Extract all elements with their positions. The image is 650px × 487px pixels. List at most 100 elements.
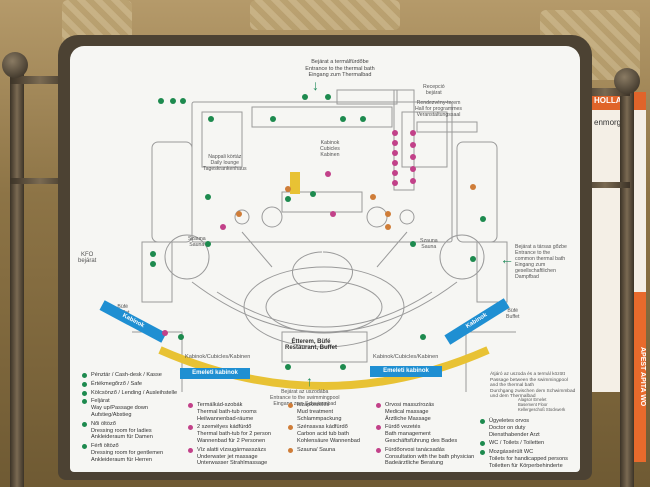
- legend-bullet-icon: [188, 447, 193, 453]
- marker-green: [340, 364, 346, 370]
- legend-item: Fürdőorvosi tanácsadás Consultation with…: [376, 447, 481, 467]
- marker-green: [360, 116, 366, 122]
- marker-orange: [385, 224, 391, 230]
- legend-bullet-icon: [82, 399, 87, 405]
- entrance-arrow-bottom-icon: ↑: [306, 373, 313, 389]
- legend-bullet-icon: [288, 425, 293, 431]
- marker-pink: [392, 150, 398, 156]
- legend-bullet-icon: [82, 381, 87, 387]
- marker-green: [470, 256, 476, 262]
- marker-green: [208, 116, 214, 122]
- legend-bullet-icon: [82, 421, 87, 427]
- marker-green: [420, 334, 426, 340]
- marker-green: [150, 251, 156, 257]
- legend-item: Víz alatti vízsugármasszázs Underwater j…: [188, 447, 283, 467]
- legend-bullet-icon: [480, 441, 485, 447]
- legend-item: Női öltöző Dressing room for ladies Ankl…: [82, 421, 182, 441]
- floor-plan: [132, 89, 516, 392]
- map-board: Bejárat a termálfürdőbe Entrance to the …: [70, 46, 580, 472]
- legend-item: Szauna/ Sauna: [288, 447, 376, 454]
- legend-item: 2 személyes kádfürdő Thermal bath-tub fo…: [188, 424, 283, 444]
- legend-bullet-icon: [188, 403, 193, 408]
- cubicles-right-label: Kabinok/Cubicles/Kabinen: [373, 354, 439, 360]
- kfo-entrance-label: KFO bejárat: [78, 252, 97, 264]
- legend-item: WC / Toilets / Toiletten: [480, 440, 578, 447]
- marker-pink: [410, 178, 416, 184]
- marker-pink: [392, 160, 398, 166]
- legend-item: Termálkád-szobák Thermal bath-tub rooms …: [188, 402, 283, 422]
- legend-bullet-icon: [480, 450, 485, 456]
- daily-lounge-label: Nappali körtáz Daily lounge Tageskranken…: [203, 154, 247, 172]
- marker-pink: [410, 142, 416, 148]
- marker-pink: [410, 130, 416, 136]
- railing-post-left: [10, 70, 24, 487]
- marker-green: [410, 241, 416, 247]
- legend-bullet-icon: [82, 444, 87, 450]
- entrance-thermal-label: Bejárat a termálfürdőbe Entrance to the …: [305, 59, 375, 78]
- marker-green: [285, 196, 291, 202]
- legend-bullet-icon: [376, 447, 381, 453]
- legend-item: Pénztár / Cash-desk / Kasse: [82, 372, 182, 379]
- railing-bar-left: [10, 76, 70, 84]
- marker-green: [325, 94, 331, 100]
- legend-item: Ügyeletes orvos Doctor on duty Diensthab…: [480, 418, 578, 438]
- cubicles-top-label: Kabinok Cubicles Kabinen: [320, 140, 340, 158]
- legend-col-4: Orvosi masszírozás Medical massage Ärztl…: [376, 402, 481, 469]
- promo-poster: HOLLAND enmorgent APEST APITA WO: [586, 92, 646, 462]
- passage-label: Átjáró az uszoda és a termál között Pass…: [490, 372, 576, 399]
- cubicles-left-label: Kabinok/Cubicles/Kabinen: [185, 354, 251, 360]
- upper-cubicles-left: Emeleti kabinok: [180, 368, 250, 379]
- marker-orange: [370, 194, 376, 200]
- marker-green: [180, 98, 186, 104]
- legend-item: Mozgássérült WC Toilets for handicapped …: [480, 449, 578, 469]
- hall-label: Rendezvény-terem Hall for programmes Ver…: [415, 100, 462, 118]
- marker-pink: [330, 211, 336, 217]
- legend-item: Kölcsönző / Lending / Ausleihstelle: [82, 390, 182, 397]
- railing-lower-left: [10, 178, 70, 184]
- legend-item: Orvosi masszírozás Medical massage Ärztl…: [376, 402, 481, 422]
- marker-green: [480, 216, 486, 222]
- entrance-arrow-top-icon: ↓: [312, 77, 319, 93]
- poster-line: enmorgent: [594, 118, 633, 127]
- marker-green: [205, 241, 211, 247]
- legend-col-2: Termálkád-szobák Thermal bath-tub rooms …: [188, 402, 283, 469]
- sauna-right-label: Szauna Sauna: [420, 238, 438, 250]
- legend-item: Férfi öltöző Dressing room for gentlemen…: [82, 443, 182, 463]
- entrance-pool-label: Bejárat az uszodába Entrance to the swim…: [270, 389, 340, 407]
- legend-col-3: Iszapkezelés Mud treatment Schlammpackun…: [288, 402, 376, 456]
- marker-pink: [162, 330, 168, 336]
- marker-pink: [325, 171, 331, 177]
- marker-pink: [410, 166, 416, 172]
- ceiling-ornament-center: [250, 0, 400, 30]
- legend-bullet-icon: [376, 425, 381, 431]
- marker-green: [205, 194, 211, 200]
- marker-pink: [410, 154, 416, 160]
- reception-label: Recepció bejárat: [423, 84, 445, 96]
- legend-bullet-icon: [480, 419, 485, 424]
- entrance-arrow-right-icon: ←: [500, 251, 514, 267]
- marker-green: [302, 94, 308, 100]
- railing-post-right: [620, 85, 634, 487]
- legend-item: Értékmegőrző / Safe: [82, 381, 182, 388]
- marker-pink: [392, 180, 398, 186]
- marker-orange: [285, 186, 291, 192]
- railing-knob-right: [614, 68, 640, 94]
- marker-pink: [392, 130, 398, 136]
- legend-bullet-icon: [376, 403, 381, 408]
- railing-lower-right: [580, 182, 630, 188]
- legend-bullet-icon: [82, 390, 87, 396]
- legend-col-5: Ügyeletes orvos Doctor on duty Diensthab…: [480, 418, 578, 472]
- legend-bullet-icon: [288, 447, 293, 453]
- marker-pink: [220, 224, 226, 230]
- marker-orange: [236, 211, 242, 217]
- buffet-right-label: Büfé Buffet: [506, 308, 520, 320]
- marker-orange: [470, 184, 476, 190]
- marker-green: [270, 116, 276, 122]
- poster-title: HOLLAND: [594, 96, 634, 105]
- marker-green: [310, 191, 316, 197]
- sauna-left-label: Szauna Sauna: [188, 236, 206, 248]
- legend-bullet-icon: [288, 403, 293, 408]
- upper-cubicles-right: Emeleti kabinok: [370, 366, 442, 377]
- legend-item: Fürdő vezetés Bath management Geschäftsf…: [376, 424, 481, 444]
- railing-knob-left: [2, 52, 28, 78]
